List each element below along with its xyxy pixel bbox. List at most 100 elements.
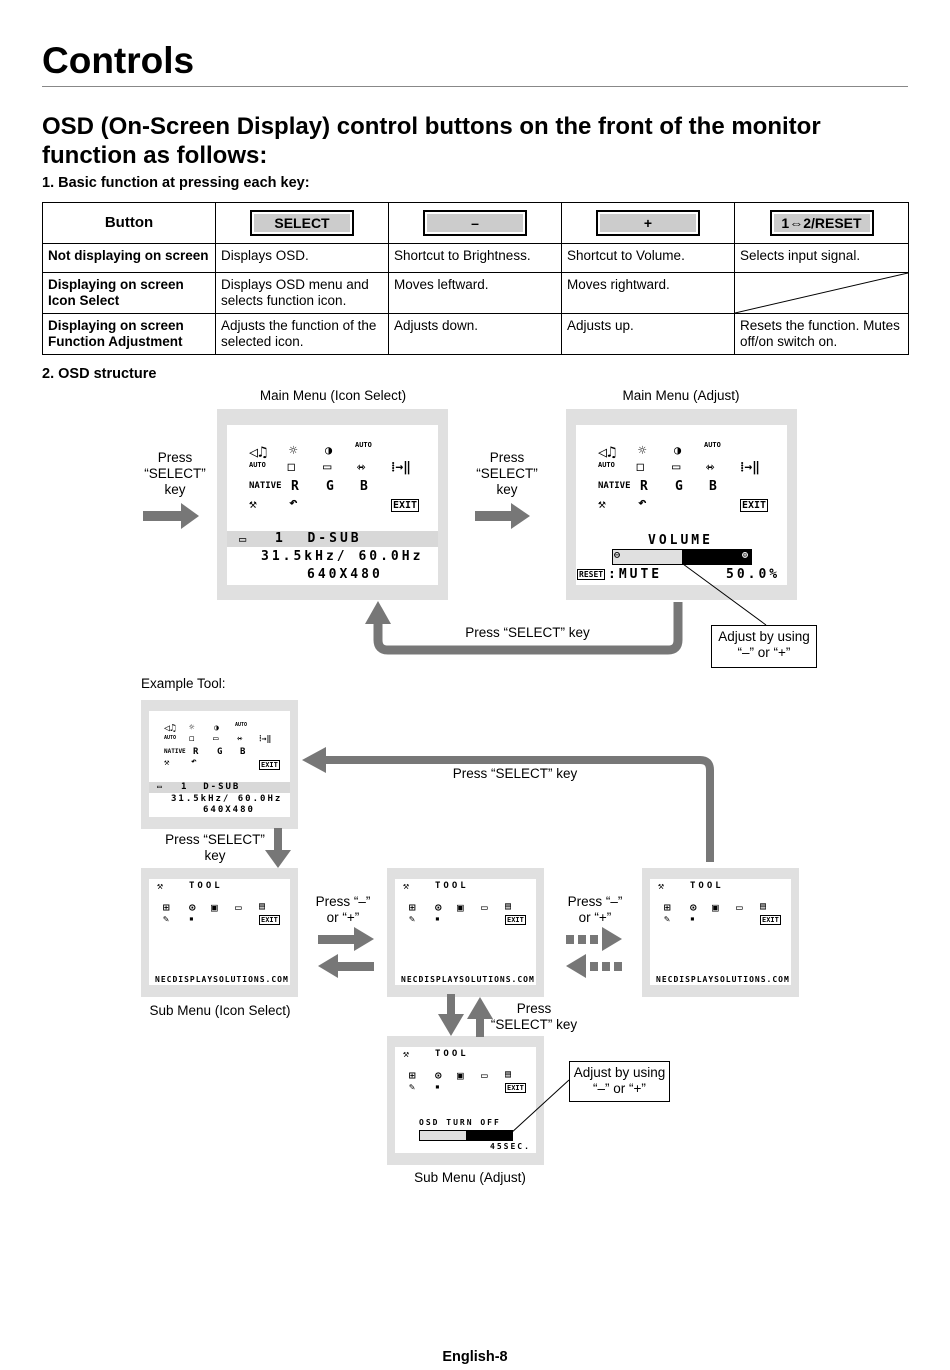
osd-position-icon: ▭ (736, 901, 743, 914)
row-label: Displaying on screen Function Adjustment (42, 313, 216, 355)
green-icon: G (326, 479, 334, 494)
info-icon: ▪ (189, 914, 194, 923)
arrow-up-icon (467, 997, 493, 1019)
volume-bar: ⊖ ⊕ (612, 549, 752, 565)
osd-url: NECDISPLAYSOLUTIONS.COM (656, 975, 790, 984)
language-icon: ▤ (760, 901, 767, 912)
arrow-right-icon (143, 503, 199, 529)
plus-key: + (596, 210, 700, 236)
table-row: Displaying on screen Function Adjustment… (42, 313, 909, 355)
input-detect-icon: ▣ (211, 901, 218, 914)
osd-example-tool-main: ◁♫ ☼ ◑ AUTO AUTO ◻ ▭ ⇿ ⁞→‖ NATIVE R G B … (141, 700, 298, 829)
eco-icon: ✎ (409, 1082, 416, 1093)
reset-icon: ↶ (289, 495, 298, 511)
off-timer-icon: ⊙ (690, 901, 697, 914)
osd-input-line: 1 D-SUB (181, 782, 241, 792)
eco-icon: ✎ (163, 914, 170, 925)
press-select-label: Press “SELECT” key (465, 625, 590, 640)
osd-main-menu-adjust: ◁♫ ☼ ◑ AUTO AUTO ◻ ▭ ⇿ ⁞→‖ NATIVE R G B … (566, 409, 797, 600)
minus-icon: ⊖ (614, 550, 621, 561)
exit-icon: EXIT (391, 499, 420, 512)
reset-icon: ↶ (638, 495, 647, 511)
exit-icon: EXIT (740, 499, 769, 512)
info-icon: ▪ (690, 914, 695, 923)
h-size-icon: ⇿ (357, 459, 366, 475)
press-minus-plus-label: Press “–” or “+” (315, 894, 371, 925)
osd-resolution-line: 640X480 (307, 567, 383, 582)
osd-input-line: 1 D-SUB (275, 531, 362, 546)
table-header-row: Button SELECT – + 1⇔2/RESET (42, 202, 909, 244)
osd-position-icon: ▭ (481, 1069, 488, 1082)
section2-heading: 2. OSD structure (42, 366, 157, 382)
osd-url: NECDISPLAYSOLUTIONS.COM (401, 975, 535, 984)
expansion-icon: ⊞ (163, 901, 170, 914)
title-rule (42, 86, 908, 87)
osd-position-icon: ▭ (481, 901, 488, 914)
language-icon: ▤ (505, 1069, 512, 1080)
osd-tool-label: TOOL (189, 881, 223, 891)
return-path (373, 602, 683, 655)
table-cell: Adjusts up. (561, 313, 735, 355)
arrow-left-icon (566, 954, 586, 978)
osd-frequency-line: 31.5kHz/ 60.0Hz (171, 794, 283, 804)
table-cell: Adjusts down. (388, 313, 562, 355)
volume-bar-fill (613, 550, 682, 564)
contrast-icon: ◑ (214, 723, 219, 732)
volume-bar-remaining (682, 550, 751, 564)
button-column-header: Button (104, 214, 154, 231)
input-reset-key: 1⇔2/RESET (769, 210, 874, 236)
h-size-icon: ⇿ (706, 459, 715, 475)
osd-tool-label: TOOL (690, 881, 724, 891)
press-select-label: Press “SELECT” key (490, 1001, 578, 1032)
example-tool-label: Example Tool: (141, 676, 226, 691)
tool-icon: ⚒ (164, 758, 170, 768)
off-timer-icon: ⊙ (435, 1069, 442, 1082)
input-detect-icon: ▣ (712, 901, 719, 914)
section1-heading: 1. Basic function at pressing each key: (42, 175, 310, 191)
osd-mute-label: :MUTE (608, 567, 663, 582)
arrow-left-icon (318, 954, 338, 978)
page-title: Controls (42, 40, 195, 81)
table-cell: Selects input signal. (734, 243, 909, 273)
blue-icon: B (709, 479, 717, 494)
tool-icon: ⚒ (598, 497, 606, 512)
osd-sub-menu-icon-select-3: ⚒ TOOL ⊞ ⊙ ▣ ▭ ▤ ✎ ▪ EXIT NECDISPLAYSOLU… (642, 868, 799, 997)
auto-adjust-icon: AUTO (235, 722, 248, 728)
arrow-left-icon (302, 747, 326, 773)
table-cell: Displays OSD. (215, 243, 389, 273)
native-icon: NATIVE (598, 481, 631, 491)
key-function-table: Button SELECT – + 1⇔2/RESET Not displayi… (42, 202, 909, 355)
blue-icon: B (360, 479, 368, 494)
input-connector-icon: ▭ (157, 782, 162, 791)
osd-volume-label: VOLUME (648, 533, 713, 548)
select-key: SELECT (250, 210, 354, 236)
expansion-icon: ⊞ (664, 901, 671, 914)
osd-volume-value: 50.0% (726, 567, 781, 582)
osd-sub-menu-icon-select-2: ⚒ TOOL ⊞ ⊙ ▣ ▭ ▤ ✎ ▪ EXIT NECDISPLAYSOLU… (387, 868, 544, 997)
native-icon: NATIVE (249, 481, 282, 491)
arrow-down-icon (438, 1014, 464, 1036)
green-icon: G (217, 747, 223, 757)
osd-position-icon: ▭ (235, 901, 242, 914)
table-cell: Resets the function. Mutes off/on switch… (734, 313, 909, 355)
osd-sub-menu-icon-select: ⚒ TOOL ⊞ ⊙ ▣ ▭ ▤ ✎ ▪ EXIT NECDISPLAYSOLU… (141, 868, 298, 997)
contrast-icon: ◑ (674, 443, 682, 457)
osd-turn-off-value: 45SEC. (490, 1142, 531, 1151)
arrow-right-icon (354, 927, 374, 951)
minus-key: – (423, 210, 527, 236)
auto-adjust-icon: AUTO (704, 441, 721, 449)
info-icon: ▪ (435, 1082, 440, 1091)
fine-icon: ⁞→‖ (740, 460, 760, 475)
input-detect-icon: ▣ (457, 901, 464, 914)
fine-icon: ⁞→‖ (391, 460, 411, 475)
reset-icon: ↶ (191, 757, 197, 767)
position-icon: ◻ (189, 734, 195, 744)
press-select-label: Press “SELECT” key (144, 450, 206, 497)
input-detect-icon: ▣ (457, 1069, 464, 1082)
exit-icon: EXIT (505, 1083, 526, 1093)
fine-icon: ⁞→‖ (259, 734, 272, 743)
adjust-callout: Adjust by using “–” or “+” (711, 625, 817, 668)
info-icon: ▪ (435, 914, 440, 923)
language-icon: ▤ (505, 901, 512, 912)
